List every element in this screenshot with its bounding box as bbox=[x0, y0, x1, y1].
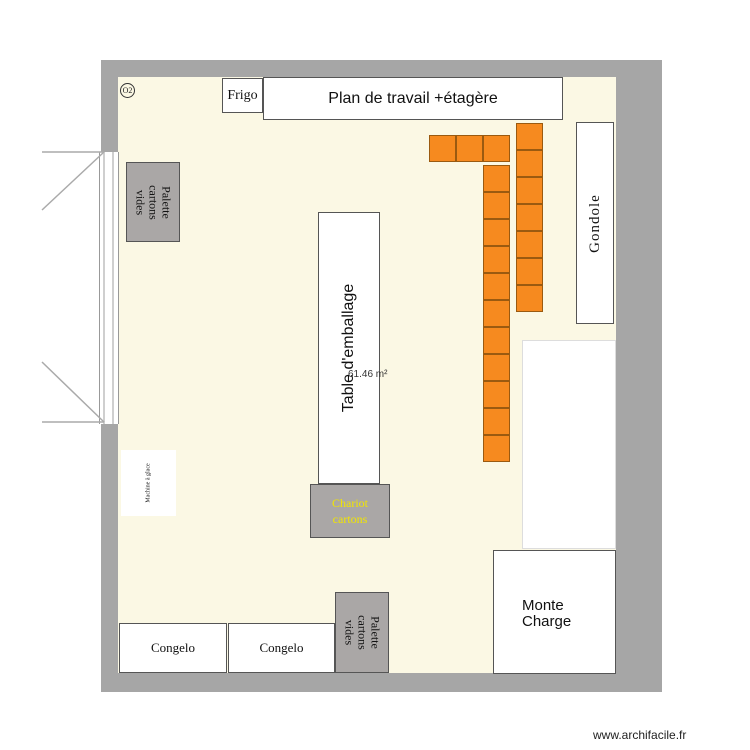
crate bbox=[516, 231, 543, 258]
crate bbox=[483, 327, 510, 354]
small-equipment: Machine à glace bbox=[121, 450, 176, 516]
area-label-text: 61.46 m² bbox=[348, 369, 388, 380]
table-emballage-label: Table d'emballage bbox=[340, 283, 358, 413]
monte-charge-label-2: Charge bbox=[522, 613, 572, 630]
right-zone bbox=[522, 340, 616, 549]
crate bbox=[516, 123, 543, 150]
monte-charge-label-1: Monte bbox=[522, 597, 564, 614]
crate bbox=[483, 135, 510, 162]
congelo-2: Congelo bbox=[228, 623, 335, 673]
palette-left-label: Palette cartons vides bbox=[133, 184, 174, 220]
gondole: Gondole bbox=[576, 122, 614, 324]
congelo-2-label: Congelo bbox=[259, 640, 304, 655]
gondole-label: Gondole bbox=[586, 193, 603, 253]
congelo-1: Congelo bbox=[119, 623, 227, 673]
room-marker: O2 bbox=[120, 83, 135, 98]
crate bbox=[483, 273, 510, 300]
crate bbox=[483, 408, 510, 435]
crate bbox=[483, 192, 510, 219]
monte-charge: Monte Charge bbox=[493, 550, 616, 674]
palette-bottom-label: Palette cartons vides bbox=[342, 615, 383, 650]
crate bbox=[483, 354, 510, 381]
crate bbox=[483, 300, 510, 327]
palette-bottom: Palette cartons vides bbox=[335, 592, 389, 673]
crate bbox=[483, 219, 510, 246]
chariot-label: Chariot cartons bbox=[332, 496, 368, 526]
crate bbox=[483, 435, 510, 462]
crate bbox=[483, 165, 510, 192]
plan-de-travail-label: Plan de travail +étagère bbox=[328, 89, 498, 107]
watermark-text: www.archifacile.fr bbox=[593, 728, 687, 742]
frigo-label: Frigo bbox=[227, 87, 258, 103]
congelo-1-label: Congelo bbox=[150, 640, 196, 655]
chariot-cartons: Chariot cartons bbox=[310, 484, 390, 538]
crate bbox=[483, 381, 510, 408]
crate bbox=[516, 150, 543, 177]
crate bbox=[516, 204, 543, 231]
door-frame-left bbox=[103, 152, 105, 424]
crate bbox=[483, 246, 510, 273]
watermark: www.archifacile.fr bbox=[593, 728, 686, 742]
area-label: 61.46 m² bbox=[348, 369, 387, 380]
plan-de-travail: Plan de travail +étagère bbox=[263, 77, 563, 120]
crate bbox=[516, 285, 543, 312]
crate bbox=[516, 258, 543, 285]
small-equipment-label: Machine à glace bbox=[145, 463, 152, 503]
crate bbox=[516, 177, 543, 204]
table-emballage: Table d'emballage bbox=[318, 212, 380, 484]
crate bbox=[456, 135, 483, 162]
palette-left: Palette cartons vides bbox=[126, 162, 180, 242]
door-frame-right bbox=[112, 152, 114, 424]
frigo: Frigo bbox=[222, 78, 263, 113]
crate bbox=[429, 135, 456, 162]
room-marker-label: O2 bbox=[122, 86, 133, 95]
